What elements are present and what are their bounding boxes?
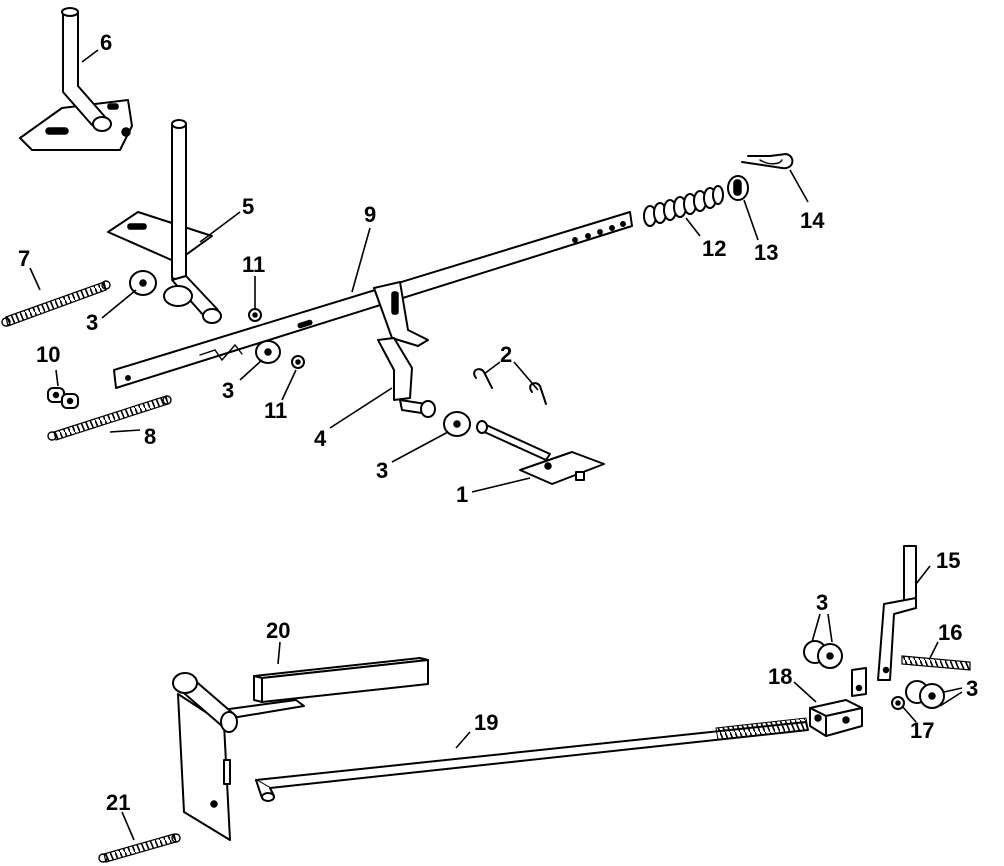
callout-17: 17 bbox=[910, 718, 934, 743]
callout-14: 14 bbox=[800, 208, 825, 233]
part-1-pin-plate bbox=[476, 420, 605, 485]
callout-3-top-left: 3 bbox=[86, 310, 98, 335]
part-20-bar bbox=[253, 657, 429, 703]
pedal-bracket-assembly bbox=[172, 672, 305, 841]
callout-15: 15 bbox=[936, 548, 960, 573]
callout-13: 13 bbox=[754, 240, 778, 265]
part-3-washers bbox=[129, 270, 945, 709]
callout-12: 12 bbox=[702, 236, 726, 261]
part-11-nuts bbox=[248, 308, 305, 369]
part-10-chain-link bbox=[47, 387, 79, 409]
part-4-shift-bracket bbox=[373, 281, 436, 418]
callout-6: 6 bbox=[100, 30, 112, 55]
callout-11-upper: 11 bbox=[242, 252, 265, 277]
callout-2: 2 bbox=[500, 342, 512, 367]
part-17-nut bbox=[891, 696, 905, 710]
callout-3-right-lower: 3 bbox=[966, 676, 978, 701]
callout-19: 19 bbox=[474, 710, 498, 735]
callout-3-center: 3 bbox=[222, 378, 234, 403]
callout-4: 4 bbox=[314, 426, 327, 451]
callout-1: 1 bbox=[456, 482, 468, 507]
part-15-bracket-arm bbox=[851, 545, 917, 697]
callout-labels: 6 5 7 3 11 9 3 11 10 8 4 3 1 2 12 13 14 … bbox=[18, 30, 978, 815]
part-7-spring bbox=[1, 280, 111, 327]
callout-8: 8 bbox=[144, 424, 156, 449]
part-8-spring bbox=[47, 395, 172, 441]
part-21-spring bbox=[98, 833, 181, 863]
callout-leaders bbox=[29, 49, 963, 841]
part-13-washer bbox=[727, 175, 749, 201]
callout-3-lower: 3 bbox=[376, 458, 388, 483]
callout-21: 21 bbox=[106, 790, 130, 815]
part-16-spring bbox=[901, 655, 971, 671]
part-5-lever-bracket bbox=[107, 119, 222, 324]
rod-thread bbox=[715, 717, 809, 741]
callout-16: 16 bbox=[938, 620, 962, 645]
callout-9: 9 bbox=[364, 202, 376, 227]
callout-10: 10 bbox=[36, 342, 60, 367]
part-12-coil-spring bbox=[643, 185, 724, 227]
part-9-rod-bar bbox=[113, 211, 633, 389]
callout-7: 7 bbox=[18, 246, 30, 271]
callout-3-right-upper: 3 bbox=[816, 590, 828, 615]
callout-20: 20 bbox=[266, 618, 290, 643]
callout-5: 5 bbox=[242, 194, 254, 219]
part-19-threaded-rod bbox=[255, 717, 809, 802]
callout-18: 18 bbox=[768, 664, 792, 689]
part-14-hairpin-clip bbox=[741, 152, 794, 170]
callout-11-lower: 11 bbox=[264, 398, 287, 423]
part-18-block bbox=[809, 699, 863, 737]
part-6-post-bracket bbox=[19, 7, 133, 151]
